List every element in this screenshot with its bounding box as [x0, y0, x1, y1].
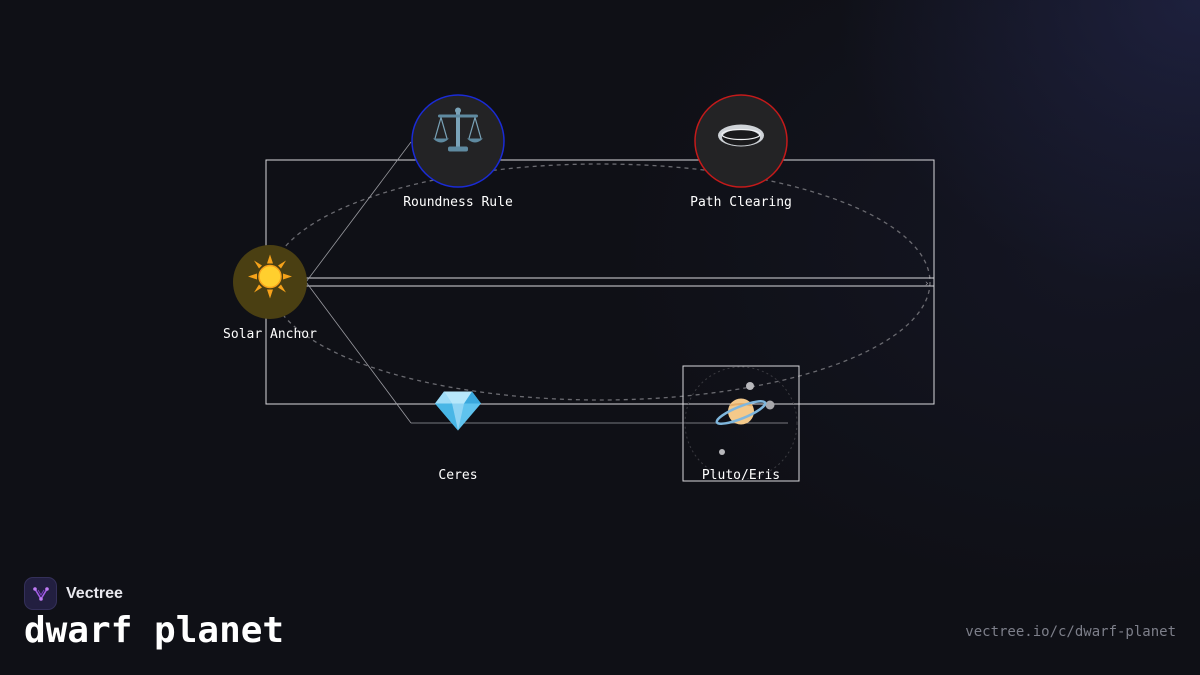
balance-scale-icon	[432, 107, 484, 158]
solar-anchor-label: Solar Anchor	[223, 327, 317, 342]
moon-dot	[719, 449, 725, 455]
page-title: dwarf planet	[24, 610, 285, 651]
sun-icon	[247, 254, 293, 307]
top-region-box	[265, 159, 935, 287]
moon-dot	[746, 382, 754, 390]
page-url[interactable]: vectree.io/c/dwarf-planet	[965, 624, 1176, 640]
connector-solar-roundness	[305, 141, 412, 283]
brand: Vectree	[24, 577, 123, 610]
brand-name: Vectree	[66, 584, 123, 602]
pluto-eris-label: Pluto/Eris	[701, 468, 781, 483]
ringed-planet-icon	[714, 393, 768, 434]
connector-solar-ceres	[305, 281, 412, 424]
orbit-path	[269, 163, 931, 401]
pluto-focus-box	[682, 365, 800, 482]
bottom-region-box	[265, 277, 935, 405]
pluto-moon-orbit	[684, 366, 798, 480]
arrow-marker: ›	[925, 279, 929, 289]
roundness-rule-label: Roundness Rule	[403, 195, 513, 210]
vectree-logo-icon	[24, 577, 57, 610]
ceres-label: Ceres	[438, 468, 478, 483]
gem-icon	[434, 390, 482, 435]
moon-dot	[765, 400, 775, 410]
ring-icon	[716, 122, 766, 155]
path-clearing-label: Path Clearing	[690, 195, 792, 210]
